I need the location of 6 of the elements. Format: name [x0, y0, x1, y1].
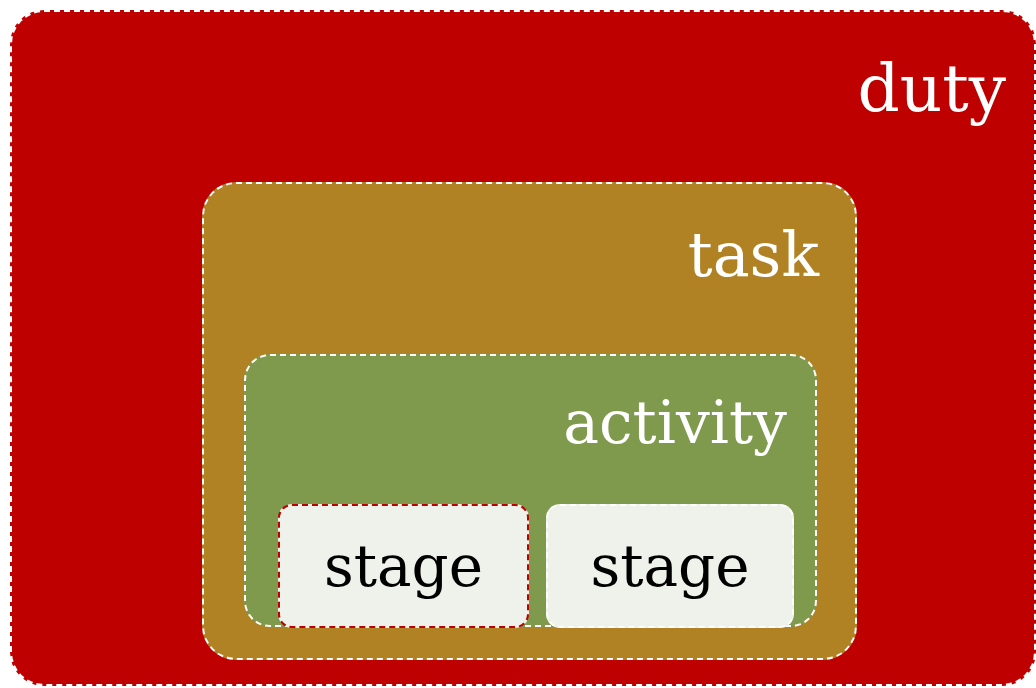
container-box: [10, 10, 1036, 686]
group-title: task: [687, 224, 819, 286]
stage-box: [546, 504, 794, 628]
container-box: [202, 182, 857, 660]
container-box: [244, 354, 817, 627]
stage-box: [278, 504, 529, 628]
